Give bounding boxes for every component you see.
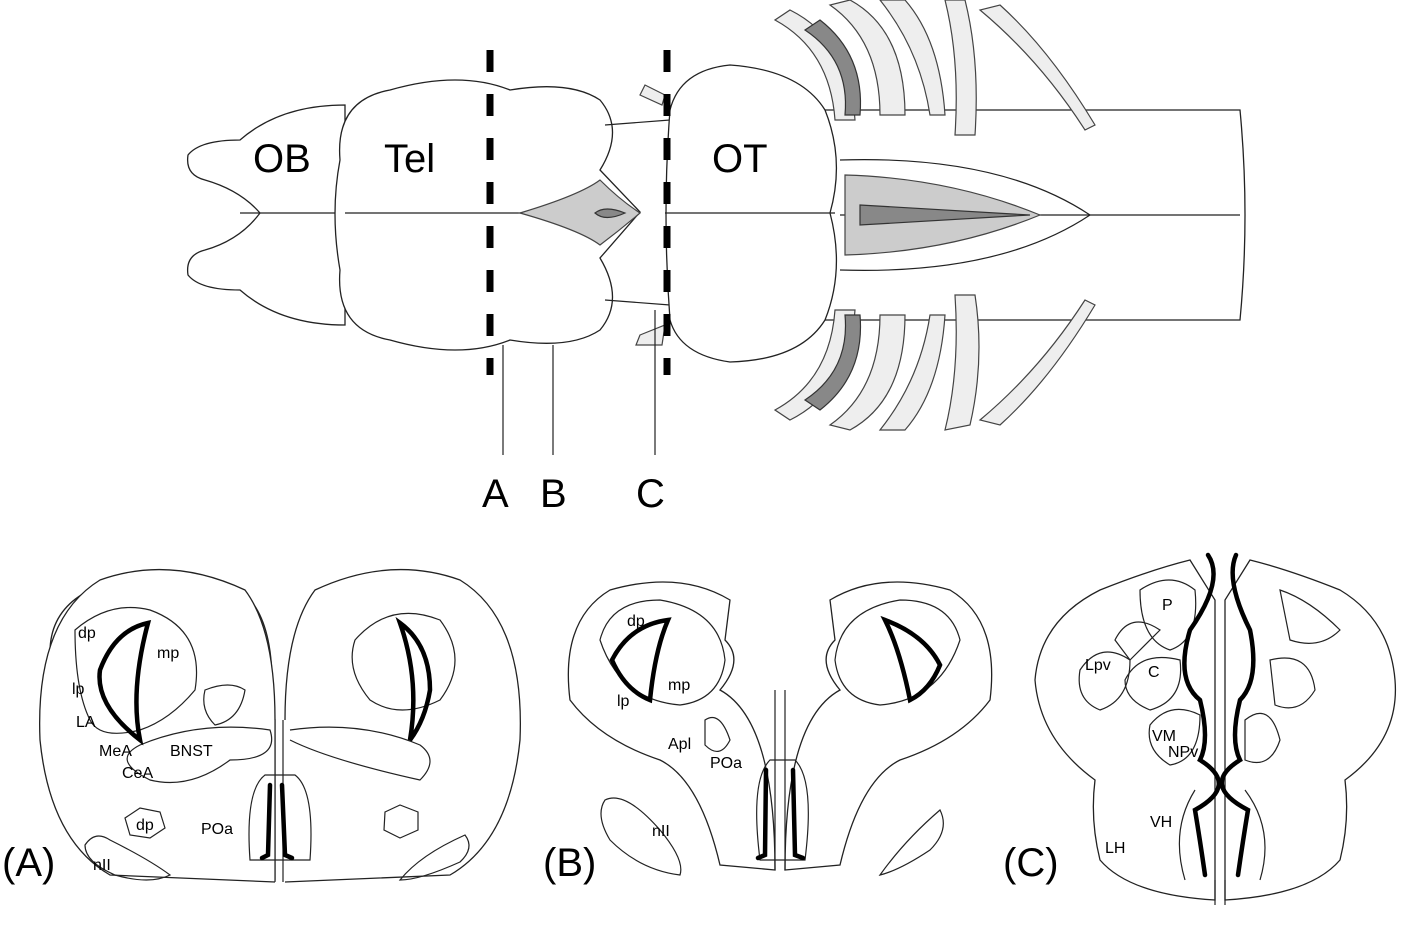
label-vm: VM [1152, 728, 1176, 745]
ventricle-outline-b-left [609, 617, 672, 704]
label-ot: OT [712, 137, 768, 181]
label-dp: dp [78, 625, 96, 642]
ventricle-outline-c-left [1182, 552, 1221, 878]
section-a: (A) dp mp lp LA MeA BNST CeA dp POa nII [2, 568, 522, 885]
label-lh: LH [1105, 840, 1125, 857]
label-lp: lp [72, 681, 85, 698]
dorsal-brain-view: OB Tel OT A B C [186, 0, 1246, 516]
label-ob: OB [253, 137, 311, 181]
label-p: P [1162, 597, 1173, 614]
label-la: LA [76, 714, 96, 731]
ventricle-outline-a-left [97, 620, 152, 746]
label-lp: lp [617, 693, 630, 710]
label-c: C [1148, 664, 1160, 681]
label-vh: VH [1150, 814, 1172, 831]
label-tel: Tel [384, 137, 435, 181]
panel-label-b: (B) [543, 841, 596, 885]
label-dp-ventral: dp [136, 817, 154, 834]
label-lpv: Lpv [1085, 657, 1111, 674]
label-mp: mp [668, 677, 690, 694]
label-apl: Apl [668, 736, 691, 753]
label-nii: nII [93, 857, 111, 874]
label-bnst: BNST [170, 743, 213, 760]
telencephalic-ventricle [517, 179, 642, 246]
ventricle-outline-b-right [880, 615, 943, 704]
panel-label-c: (C) [1003, 841, 1059, 885]
marker-c: C [636, 472, 665, 516]
cranial-nerves-top [773, 0, 1096, 136]
label-mp: mp [157, 645, 179, 662]
ventricle-outline-c-right [1219, 552, 1256, 878]
section-c: (C) P Lpv C VM NPv VH LH [1003, 552, 1397, 905]
marker-a: A [482, 472, 509, 516]
telencephalon [334, 79, 641, 351]
label-poa: POa [710, 755, 742, 772]
label-poa: POa [201, 821, 233, 838]
label-dp: dp [627, 613, 645, 630]
label-nii: nII [652, 823, 670, 840]
cranial-nerves-bottom [773, 294, 1096, 431]
section-b: (B) dp lp mp Apl POa nII [543, 581, 993, 885]
label-cea: CeA [122, 765, 153, 782]
panel-label-a: (A) [2, 841, 55, 885]
label-mea: MeA [99, 743, 132, 760]
label-npv: NPv [1168, 744, 1198, 761]
marker-b: B [540, 472, 567, 516]
ventricle-outline-a-right [395, 616, 433, 742]
